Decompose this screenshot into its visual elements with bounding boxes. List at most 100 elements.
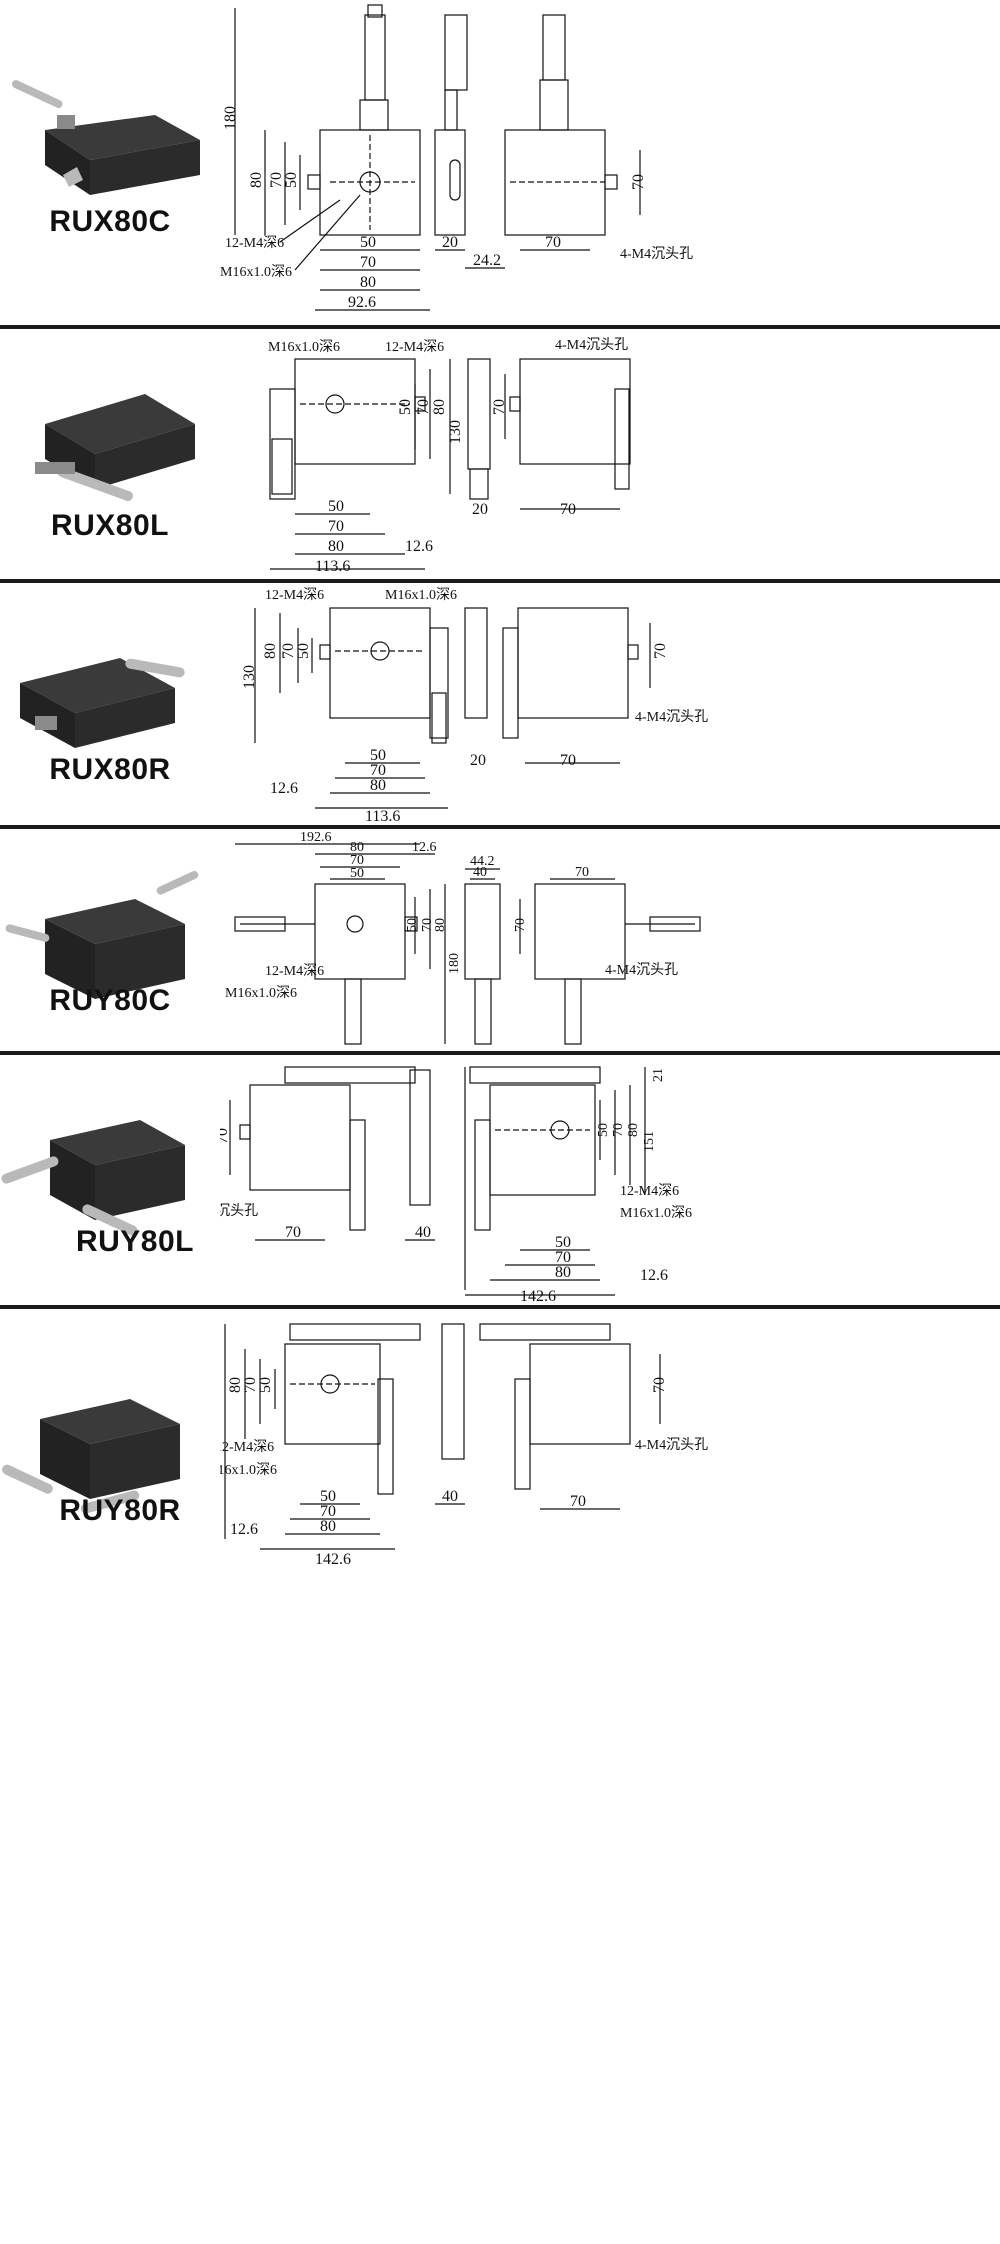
- dim-v80: 80: [227, 1377, 244, 1393]
- dim-t80: 80: [350, 840, 364, 855]
- dim-t50: 50: [350, 866, 364, 881]
- center-label: M16x1.0深6: [268, 339, 340, 355]
- model-label: RUX80R: [49, 753, 171, 786]
- dim-v70: 70: [420, 918, 435, 932]
- counterbore-label: 4-M4沉头孔: [620, 246, 693, 262]
- section-divider: [0, 1305, 1000, 1309]
- dim-w20: 20: [442, 234, 458, 251]
- section-ruy80c: RUY80C 192.6 80 70 50 12.6 50 70: [0, 829, 1000, 1051]
- dim-r70: 70: [575, 865, 589, 880]
- dim-b1426: 142.6: [315, 1551, 351, 1568]
- section-rux80l: RUX80L M16x1.0深6 12-M4深6 4-M4沉头孔 50 70 8…: [0, 329, 1000, 579]
- dim-b50: 50: [370, 747, 386, 764]
- technical-drawing: [224, 1323, 661, 1550]
- section-divider: [0, 325, 1000, 329]
- section-divider: [0, 1051, 1000, 1055]
- dim-b70: 70: [370, 762, 386, 779]
- dim-s40: 40: [473, 865, 487, 880]
- dim-rb126: 12.6: [640, 1267, 668, 1284]
- dim-180: 180: [222, 106, 239, 130]
- dim-70: 70: [268, 172, 285, 188]
- product-photo: [11, 80, 200, 195]
- product-photo: [5, 870, 199, 999]
- model-label: RUY80C: [49, 984, 171, 1017]
- dim-v151: 151: [220, 1391, 223, 1415]
- dimension-labels: 151 80 70 50 12-M4深6 M16x1.0深6 50 70 80 …: [220, 1377, 708, 1568]
- counterbore-label: 4-M4沉头孔: [555, 337, 628, 353]
- dim-b126: 12.6: [405, 538, 433, 555]
- dim-50: 50: [283, 172, 300, 188]
- dim-v70: 70: [280, 643, 297, 659]
- model-label: RUX80C: [49, 205, 171, 238]
- dim-v50: 50: [405, 918, 420, 932]
- dim-s70v: 70: [513, 918, 528, 932]
- section-divider: [0, 825, 1000, 829]
- dim-v80: 80: [262, 643, 279, 659]
- dim-s40: 40: [442, 1488, 458, 1505]
- dim-t126: 12.6: [412, 840, 437, 855]
- dim-v80: 80: [433, 918, 448, 932]
- dim-b1136: 113.6: [365, 808, 400, 825]
- dim-r70: 70: [560, 501, 576, 518]
- hole-label: 12-M4深6: [385, 339, 444, 355]
- dim-r70v: 70: [630, 174, 647, 190]
- dim-v80: 80: [431, 399, 448, 415]
- dim-b70: 70: [360, 254, 376, 271]
- dim-v50: 50: [295, 643, 312, 659]
- product-photo: [2, 1399, 180, 1514]
- dim-b50: 50: [360, 234, 376, 251]
- dim-v50: 50: [257, 1377, 274, 1393]
- center-label: M16x1.0深6: [220, 264, 292, 280]
- center-label: M16x1.0深6: [385, 587, 457, 603]
- section-rux80r: RUX80R 12-M4深6 M16x1.0深6 4-M4沉头孔 80 70 5…: [0, 583, 1000, 825]
- dim-r70: 70: [545, 234, 561, 251]
- dim-b50: 50: [320, 1488, 336, 1505]
- dim-rb80: 80: [555, 1264, 571, 1281]
- model-label: RUY80L: [75, 1225, 195, 1258]
- dim-w242: 24.2: [473, 252, 501, 269]
- dim-rb50: 50: [555, 1234, 571, 1251]
- dim-r21: 21: [651, 1068, 666, 1082]
- technical-drawing: [229, 1066, 646, 1296]
- dim-v130: 130: [447, 420, 464, 444]
- center-label: M16x1.0深6: [220, 1462, 277, 1478]
- dim-v70: 70: [415, 399, 432, 415]
- dim-r80: 80: [626, 1123, 641, 1137]
- dim-w20: 20: [470, 752, 486, 769]
- dim-s40: 40: [415, 1224, 431, 1241]
- dimension-labels: M16x1.0深6 12-M4深6 4-M4沉头孔 50 70 80 130 7…: [268, 337, 628, 575]
- section-rux80c: RUX80C 180: [0, 0, 1000, 325]
- counterbore-label: 4-M4沉头孔: [635, 1437, 708, 1453]
- dim-r70: 70: [570, 1493, 586, 1510]
- hole-label: 12-M4深6: [620, 1183, 679, 1199]
- product-photo: [20, 658, 185, 748]
- technical-drawing: [254, 607, 651, 809]
- dim-b80: 80: [328, 538, 344, 555]
- dimension-labels: 192.6 80 70 50 12.6 50 70 80 180 12-M4深6…: [225, 830, 678, 1001]
- dim-v130: 130: [241, 665, 258, 689]
- center-label: M16x1.0深6: [620, 1205, 692, 1221]
- dim-b80: 80: [320, 1518, 336, 1535]
- product-photo: [1, 1120, 185, 1236]
- technical-drawing: [234, 843, 701, 1045]
- technical-drawing: [269, 358, 631, 570]
- technical-drawing: [234, 4, 641, 311]
- dim-b926: 92.6: [348, 294, 376, 311]
- dim-80: 80: [248, 172, 265, 188]
- dim-r70: 70: [611, 1123, 626, 1137]
- dim-rb1426: 142.6: [520, 1288, 556, 1305]
- center-label: M16x1.0深6: [225, 985, 297, 1001]
- dim-rb70: 70: [555, 1249, 571, 1266]
- dim-rv70: 70: [651, 1377, 668, 1393]
- hole-label: 12-M4深6: [265, 587, 324, 603]
- dim-l70: 70: [220, 1128, 231, 1144]
- dim-t1926: 192.6: [300, 830, 332, 845]
- dimension-labels: 12-M4深6 M16x1.0深6 4-M4沉头孔 80 70 50 130 7…: [241, 587, 708, 825]
- dim-w20: 20: [472, 501, 488, 518]
- model-label: RUY80R: [59, 1494, 181, 1527]
- product-photo: [35, 394, 195, 501]
- dim-s442: 44.2: [470, 854, 495, 869]
- dim-b50: 50: [328, 498, 344, 515]
- model-label: RUX80L: [50, 509, 170, 542]
- section-divider: [0, 579, 1000, 583]
